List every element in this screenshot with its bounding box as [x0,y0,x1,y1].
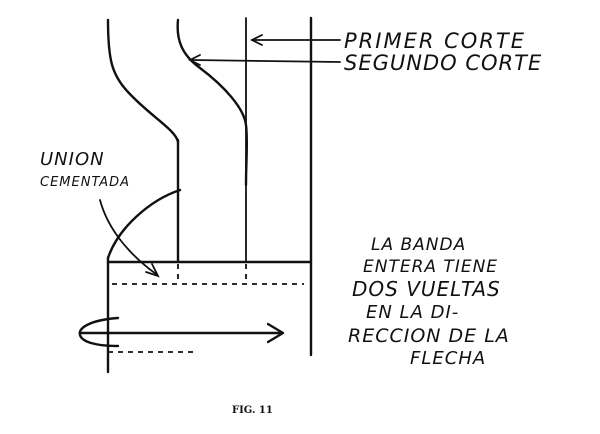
note-line-2: ENTERA TIENE [363,257,498,277]
first-cut-leader-arrowhead [249,34,263,46]
outer-curved-edge [106,18,180,144]
note-line-6: FLECHA [410,348,486,369]
second-cut-leader-line [191,59,341,63]
union-leader-line [99,199,157,275]
note-line-5: RECCION DE LA [348,325,510,347]
figure-caption: FIG. 11 [232,405,273,416]
second-cut-spiral-edge [176,18,249,187]
union-leader-arrowhead [145,263,160,278]
note-line-3: DOS VUELTAS [352,277,501,301]
rotation-arrow [78,316,120,348]
union-label-line1: UNION [40,149,105,170]
union-label-line2: CEMENTADA [40,175,130,190]
cemented-joint-curve [106,188,182,260]
rotation-arrow-head [266,322,285,344]
note-line-4: EN LA DI- [366,302,459,323]
note-line-1: LA BANDA [371,235,466,255]
second-cut-label: SEGUNDO CORTE [344,51,542,75]
second-cut-leader-arrowhead [187,54,201,66]
first-cut-label: PRIMER CORTE [344,29,526,53]
